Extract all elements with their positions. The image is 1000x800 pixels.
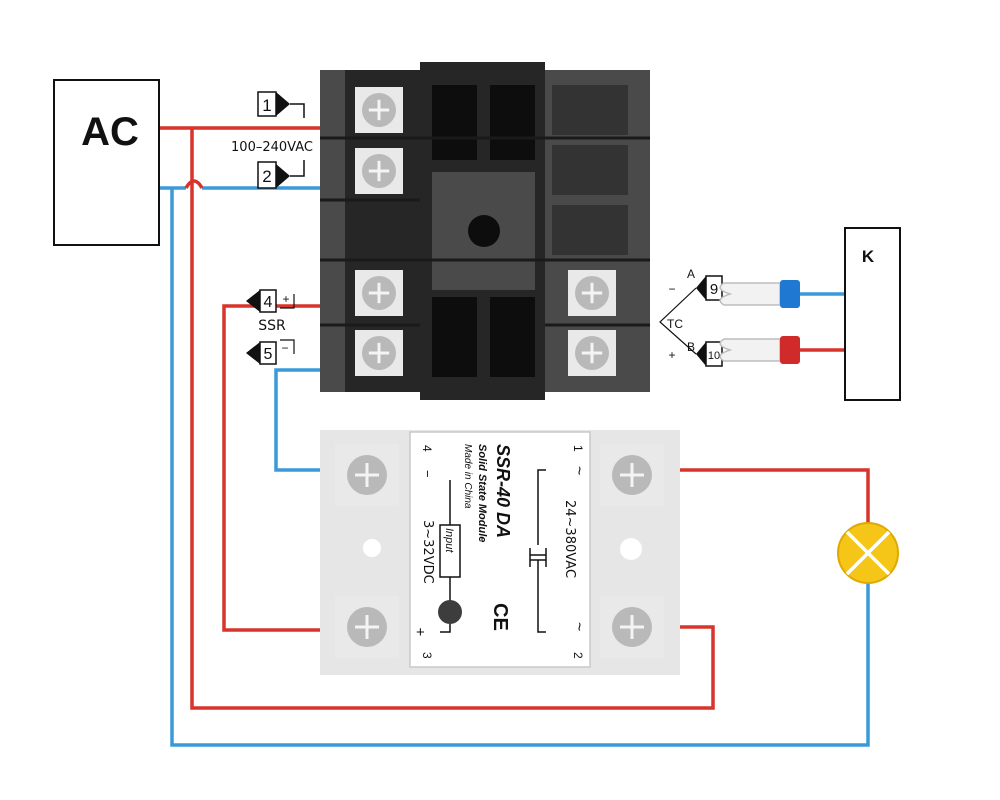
neutral-wire-to-lamp — [170, 188, 870, 747]
terminal-10-label: 10 — [708, 350, 720, 362]
ssr-pin-3: 3 — [420, 652, 434, 659]
wire-crossover-hop — [184, 179, 204, 189]
ssr-input-label: Input — [443, 528, 455, 553]
terminal-5-polarity: − — [281, 341, 288, 355]
controller-screw-1 — [355, 87, 403, 133]
tc-minus-sign: − — [668, 282, 675, 296]
ssr-pin-1: 1 — [571, 445, 585, 452]
terminal-5-marker: 5 − — [246, 339, 295, 365]
wire-ssr-output-to-lamp — [665, 468, 870, 527]
ssr-plus: + — [416, 624, 425, 641]
thermocouple-box — [844, 227, 901, 401]
tc-label: TC — [667, 317, 683, 331]
ssr-model: SSR-40 DA — [493, 444, 513, 538]
ssr-input-range: 3~32VDC — [420, 520, 435, 584]
controller-screw-4 — [355, 270, 403, 316]
ssr-screw-input-plus — [335, 596, 399, 658]
controller-screw-5 — [355, 330, 403, 376]
controller-mount-hole — [468, 215, 500, 247]
terminal-2-marker: 2 — [257, 160, 305, 189]
terminal-1-label: 1 — [262, 96, 271, 115]
controller-terminal-labels: 1 100–240VAC 2 4 + SSR 5 − — [231, 91, 723, 367]
spade-connector-blue — [719, 280, 800, 308]
controller-right-slot-2 — [552, 145, 628, 195]
controller-window-bottom-left — [432, 297, 477, 377]
ssr-origin: Made in China — [462, 444, 473, 509]
ssr-mount-slot-right — [620, 538, 642, 560]
ssr-screws — [335, 444, 664, 658]
ssr-screw-output-1 — [600, 444, 664, 506]
controller-right-slot-1 — [552, 85, 628, 135]
thermocouple-sensor: K — [844, 227, 901, 401]
tc-lead-a-label: A — [687, 267, 695, 281]
ssr-output-label: SSR — [258, 318, 286, 334]
terminal-9-label: 9 — [710, 281, 718, 298]
controller-window-top-right — [490, 85, 535, 160]
tc-plus-sign: + — [668, 348, 675, 362]
ssr-pin-2: 2 — [571, 652, 585, 659]
controller-window-bottom-right — [490, 297, 535, 377]
ssr-ce-mark: CE — [489, 603, 511, 631]
lamp-load — [837, 522, 899, 584]
ssr-output-range: 24~380VAC — [562, 500, 577, 578]
controller-window-top-left — [432, 85, 477, 160]
spade-connector-red — [719, 336, 800, 364]
controller-screw-2 — [355, 148, 403, 194]
terminal-4-marker: 4 + — [246, 289, 295, 313]
ac-source-box — [53, 79, 160, 246]
terminal-1-marker: 1 — [257, 91, 305, 118]
ssr-tilde-bottom: ~ — [570, 622, 587, 631]
ssr-screw-input-minus — [335, 444, 399, 506]
terminal-4-label: 4 — [264, 294, 273, 311]
ssr-indicator-led — [438, 600, 462, 624]
terminal-4-polarity: + — [282, 292, 289, 306]
ssr-minus: − — [420, 470, 435, 478]
ssr-pin-4: 4 — [420, 445, 434, 452]
terminal-2-label: 2 — [262, 167, 271, 186]
thermocouple-symbol: TC A B − + — [659, 267, 697, 362]
controller-screws — [355, 87, 616, 376]
thermocouple-connectors — [719, 280, 800, 364]
solid-state-relay — [320, 430, 680, 675]
wire-terminal-5-to-ssr-minus — [274, 368, 333, 472]
live-wire-to-ssr-output — [190, 128, 715, 710]
terminal-5-label: 5 — [264, 346, 273, 363]
wire-terminal-4-to-ssr-plus — [222, 304, 333, 632]
ssr-tilde-top: ~ — [570, 466, 587, 475]
controller-screw-10 — [568, 330, 616, 376]
ssr-subtitle: Solid State Module — [476, 444, 488, 542]
controller-right-slot-3 — [552, 205, 628, 255]
ssr-input-lead-end — [440, 624, 451, 633]
controller-screw-9 — [568, 270, 616, 316]
ssr-output-symbol — [530, 469, 546, 633]
terminal-10-marker: 10 — [696, 341, 723, 367]
power-input-label: 100–240VAC — [231, 140, 313, 155]
terminal-9-marker: 9 — [696, 275, 723, 301]
thermocouple-type-label: K — [862, 247, 875, 266]
tc-lead-b-label: B — [687, 340, 695, 354]
ssr-label-text: SSR-40 DA Solid State Module Made in Chi… — [416, 444, 587, 659]
ssr-mount-hole-left — [363, 539, 381, 557]
ssr-screw-output-2 — [600, 596, 664, 658]
ac-source-label: AC — [81, 110, 139, 154]
ac-source: AC — [53, 79, 160, 246]
